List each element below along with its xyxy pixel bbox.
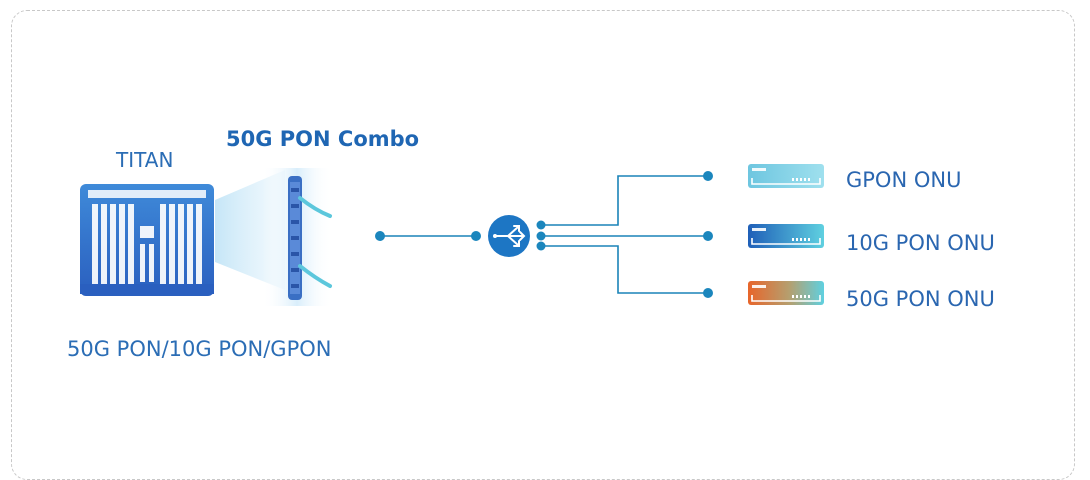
- onu-label-10g-pon: 10G PON ONU: [846, 231, 995, 255]
- olt-name-label: TITAN: [116, 148, 174, 172]
- onu-device-icon: [748, 164, 824, 188]
- link-dots: [375, 171, 713, 298]
- olt-chassis-icon: [80, 170, 285, 296]
- onu-label-gpon: GPON ONU: [846, 168, 962, 192]
- onu-device-icon: [748, 281, 824, 305]
- onu-device-icon: [748, 224, 824, 248]
- onu-label-50g-pon: 50G PON ONU: [846, 287, 995, 311]
- splitter-icon: [488, 215, 530, 257]
- network-diagram: [80, 164, 824, 306]
- combo-card-label: 50G PON Combo: [226, 127, 420, 151]
- olt-technologies-label: 50G PON/10G PON/GPON: [67, 337, 332, 361]
- fiber-links: [380, 175, 708, 294]
- pon-card-icon: [262, 168, 332, 306]
